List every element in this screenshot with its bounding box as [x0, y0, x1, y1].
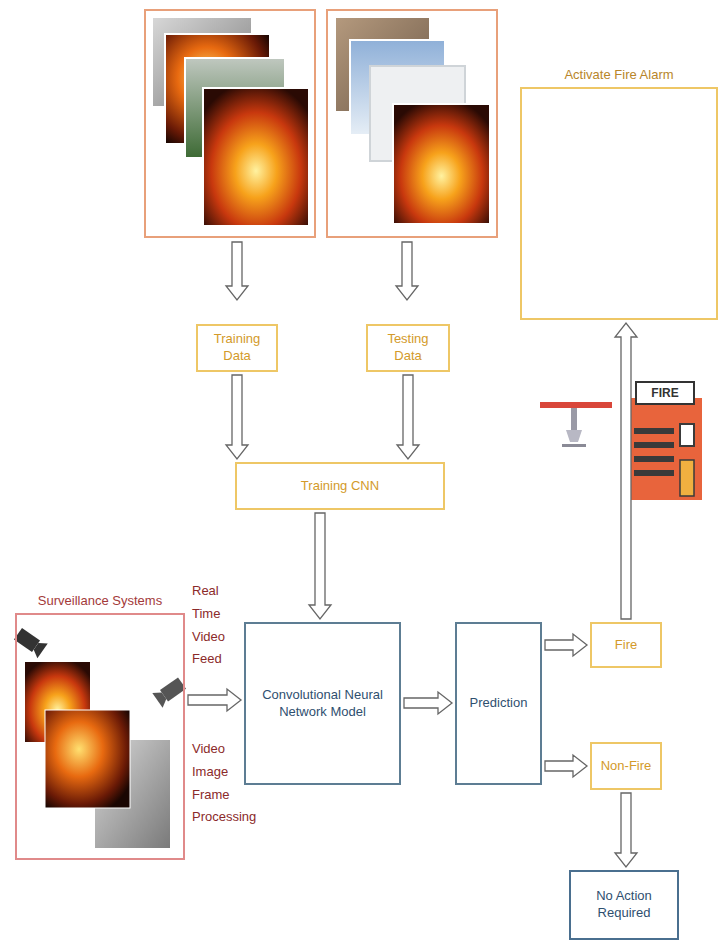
process-box: Non-Fire — [590, 742, 662, 790]
box-label: Convolutional Neural Network Model — [252, 687, 393, 721]
box-label: No Action Required — [577, 888, 671, 922]
group-box: Activate Fire Alarm — [520, 87, 718, 320]
group-heading: Surveillance Systems — [0, 593, 203, 610]
flow-arrow — [545, 755, 587, 777]
box-label: Training Data — [204, 331, 270, 365]
flow-arrow — [188, 689, 241, 711]
sign-text: FIRE — [636, 385, 694, 401]
process-box: Testing Data — [366, 324, 450, 372]
flow-arrow — [545, 634, 587, 656]
box-label: Testing Data — [374, 331, 442, 365]
box-label: Non-Fire — [601, 758, 652, 775]
flow-arrow — [404, 692, 452, 714]
process-box: Fire — [590, 622, 662, 668]
box-label: Prediction — [470, 695, 528, 712]
group-heading: Activate Fire Alarm — [502, 67, 725, 84]
flow-arrow — [226, 375, 248, 459]
flow-arrow — [615, 793, 637, 867]
flow-note: Video Image Frame Processing — [192, 738, 262, 829]
box-label: Fire — [615, 637, 637, 654]
process-box: No Action Required — [569, 870, 679, 940]
flow-arrow — [309, 513, 331, 619]
flow-arrow — [397, 375, 419, 459]
process-box: Training CNN — [235, 462, 445, 510]
box-label: Training CNN — [301, 478, 379, 495]
group-box: Surveillance Systems — [15, 613, 185, 860]
flow-arrow — [615, 323, 637, 619]
process-box: Prediction — [455, 622, 542, 785]
flow-note: Real Time Video Feed — [192, 580, 236, 671]
process-box: Training Data — [196, 324, 278, 372]
process-box: Convolutional Neural Network Model — [244, 622, 401, 785]
